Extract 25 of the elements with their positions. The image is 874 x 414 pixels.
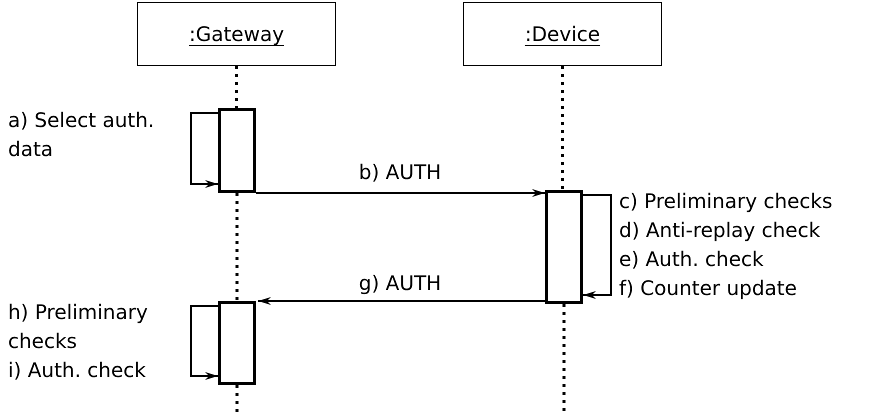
lifeline	[236, 385, 238, 414]
activation-bar	[218, 108, 256, 193]
lifeline-header-box	[463, 2, 662, 66]
object-name: :Device	[524, 21, 600, 48]
activation-bar	[545, 190, 583, 304]
self-message-arrow	[583, 194, 612, 299]
lifeline	[235, 66, 238, 108]
self-message-arrow	[190, 305, 218, 380]
step-text: d) Anti-replay check	[619, 217, 822, 244]
self-message-arrow	[190, 112, 218, 188]
lifeline-header-box	[137, 2, 336, 66]
message-arrow	[256, 189, 545, 197]
step-text: f) Counter update	[619, 275, 798, 302]
activation-bar	[218, 301, 256, 385]
lifeline	[561, 66, 564, 190]
step-text: a) Select auth. data	[8, 107, 156, 163]
lifeline	[236, 193, 238, 301]
lifeline	[562, 304, 566, 414]
message-arrow	[258, 297, 545, 305]
edge-label: b) AUTH	[358, 162, 442, 182]
step-text: i) Auth. check	[8, 357, 147, 384]
edge-label: g) AUTH	[358, 273, 442, 293]
step-text: e) Auth. check	[619, 246, 765, 273]
object-name: :Gateway	[188, 21, 284, 48]
step-text: c) Preliminary checks	[619, 188, 834, 215]
